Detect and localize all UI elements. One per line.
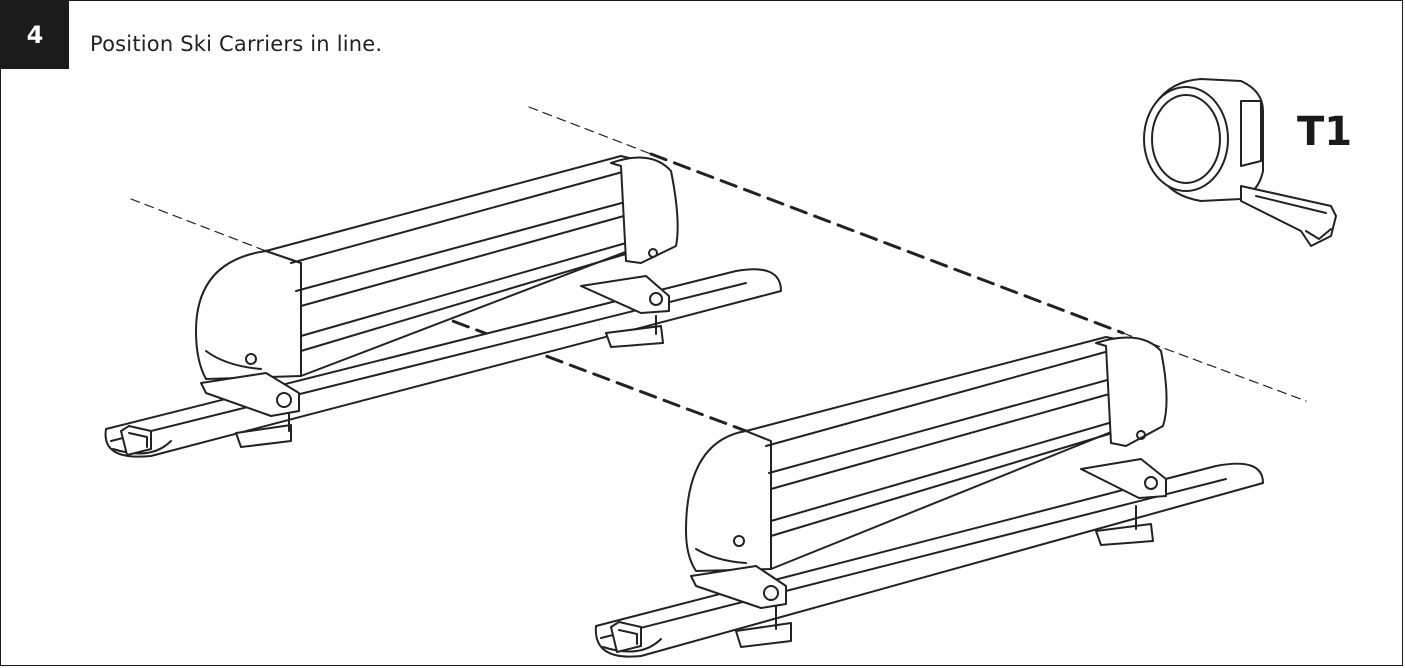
ski-carrier-rear xyxy=(104,155,782,458)
tool-label: T1 xyxy=(1297,109,1353,155)
step-number-badge: 4 xyxy=(1,1,69,69)
tape-measure-icon xyxy=(1143,78,1337,247)
ski-carrier-front xyxy=(594,336,1264,658)
step-instruction: Position Ski Carriers in line. xyxy=(90,32,383,56)
alignment-line-upper xyxy=(649,152,1125,335)
